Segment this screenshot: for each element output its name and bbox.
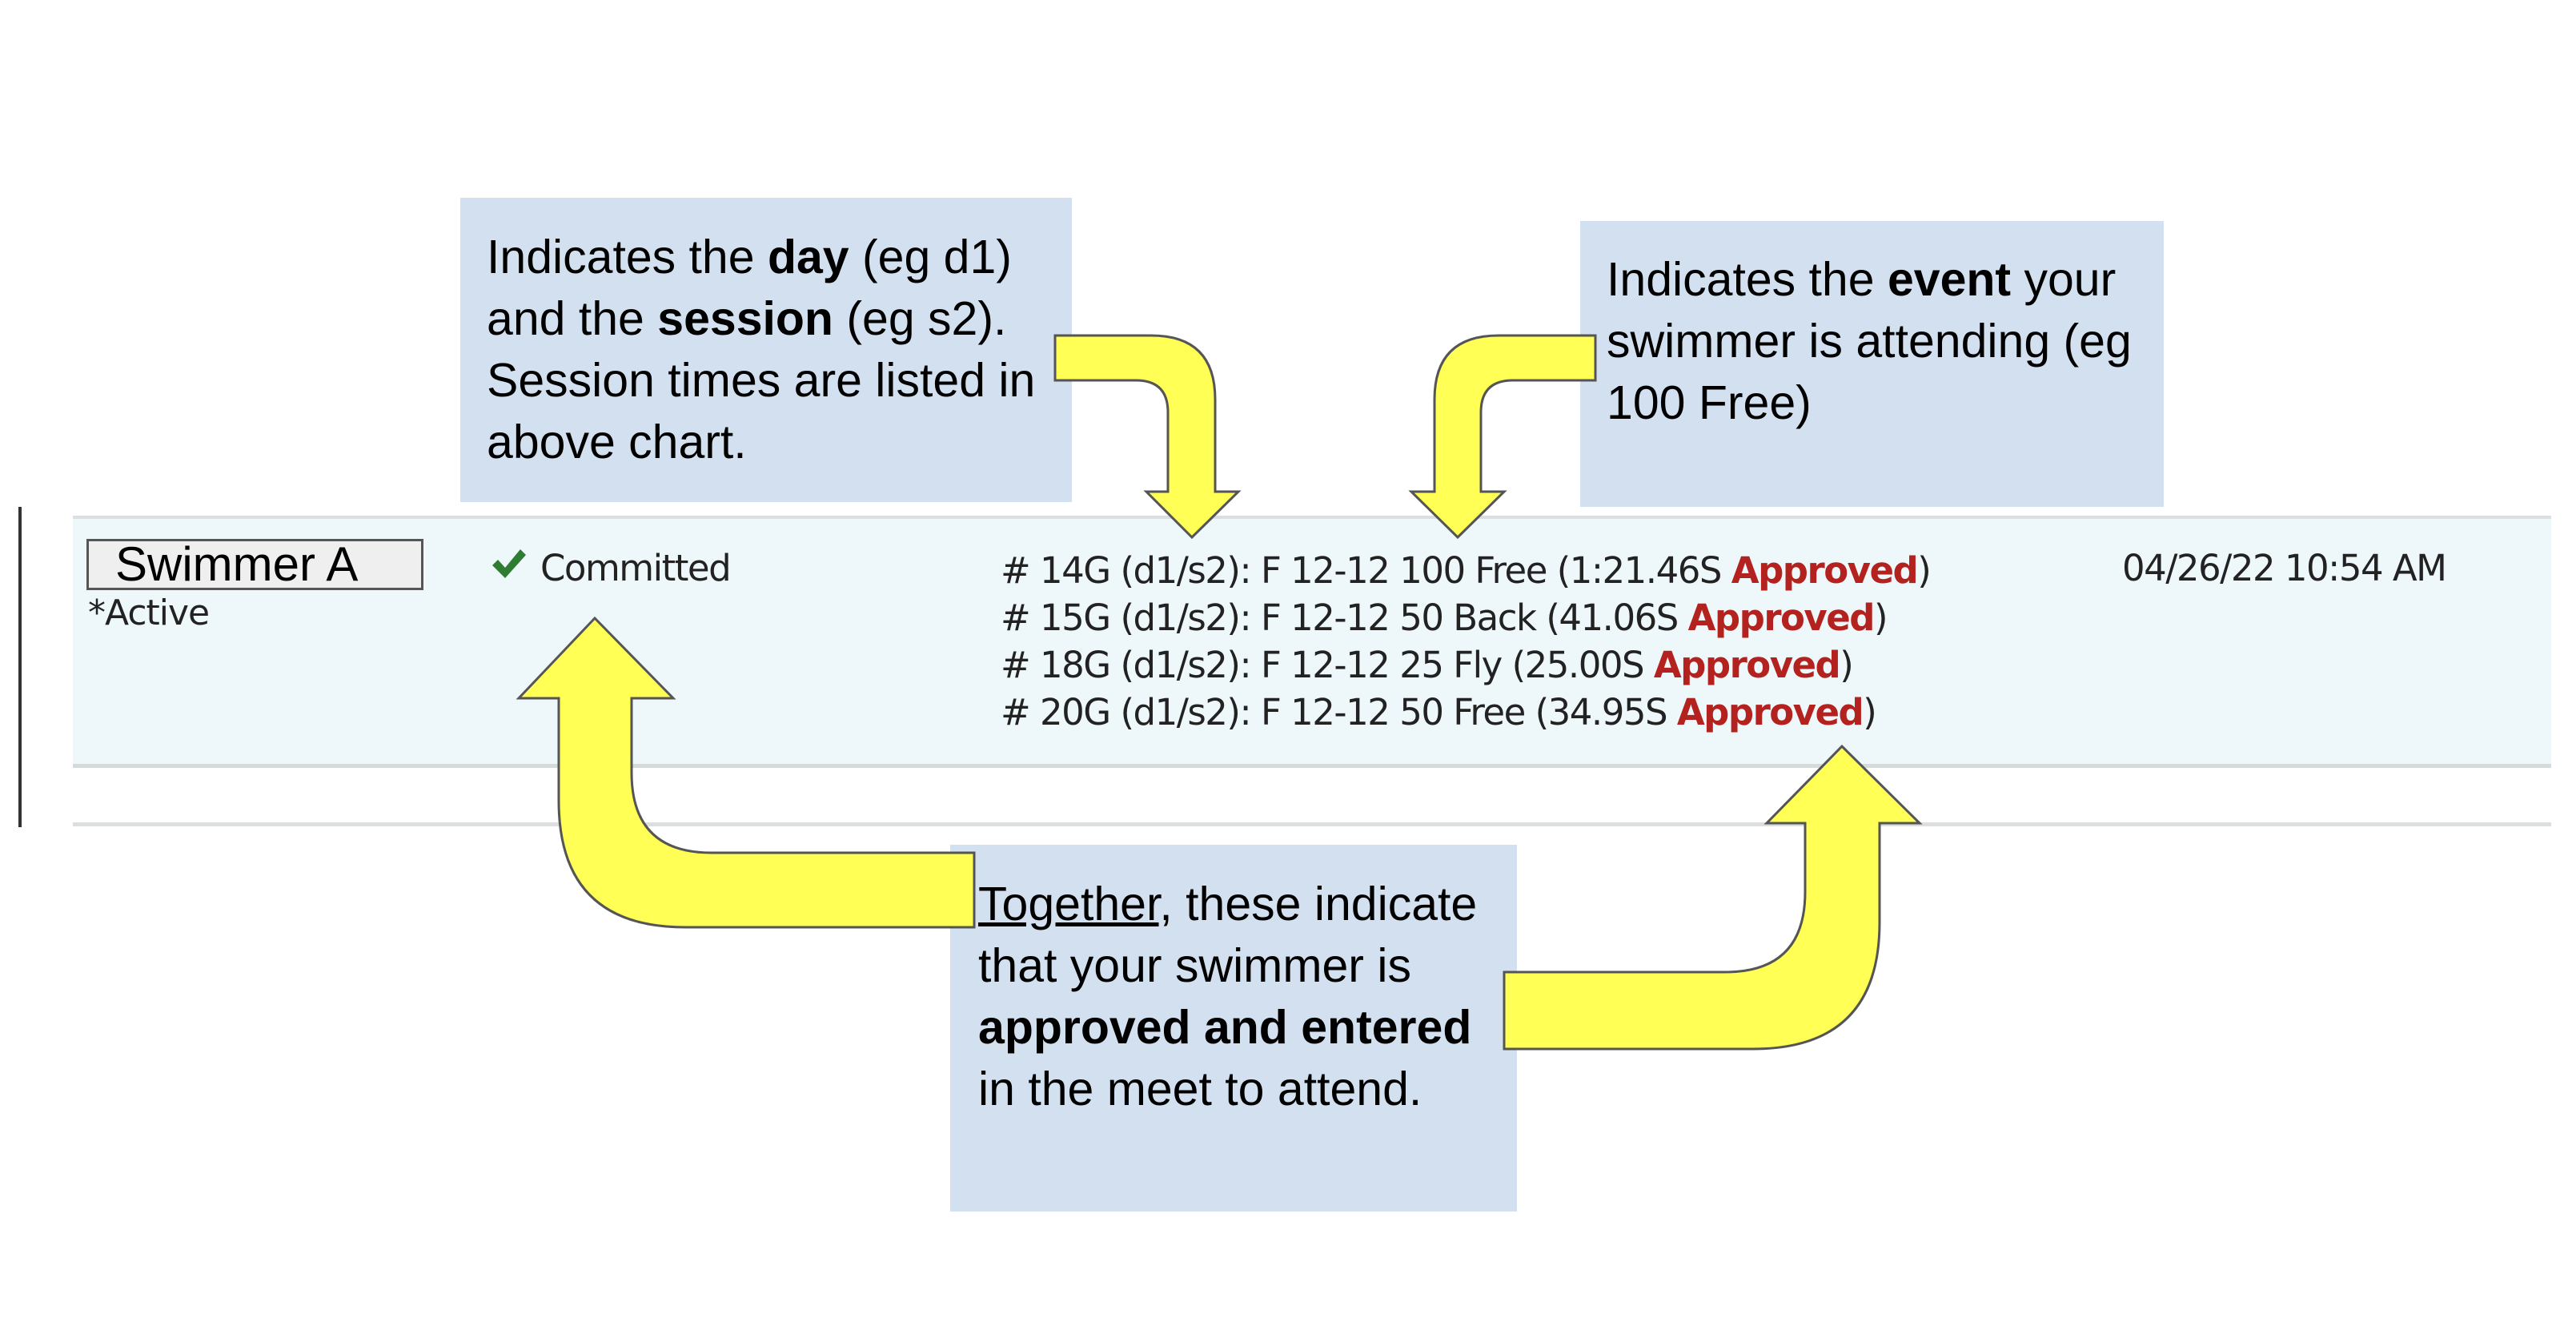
event-item: # 14G (d1/s2): F 12-12 100 Free (1:21.46… xyxy=(1001,547,1932,594)
event-item: # 15G (d1/s2): F 12-12 50 Back (41.06S A… xyxy=(1001,594,1930,641)
event-suffix: ) xyxy=(1863,691,1877,733)
event-desc: # 15G (d1/s2): F 12-12 50 Back (41.06S xyxy=(1001,597,1688,639)
callout-text: (eg s2). Session times are listed in abo… xyxy=(487,292,1036,468)
event-item: # 20G (d1/s2): F 12-12 50 Free (34.95S A… xyxy=(1001,689,1930,736)
callout-text: (eg d1) and the xyxy=(487,231,1012,345)
callout-text: these indicate that your swimmer is xyxy=(978,878,1478,992)
swimmer-status: *Active xyxy=(88,593,210,633)
callout-text: Indicates the xyxy=(1607,253,1888,306)
approval-status: Approved xyxy=(1687,597,1876,639)
callout-bold: session xyxy=(657,292,833,345)
event-desc: # 20G (d1/s2): F 12-12 50 Free (34.95S xyxy=(1001,691,1677,733)
event-suffix: ) xyxy=(1874,597,1888,639)
arrow-approved-icon xyxy=(1503,744,1923,1051)
swimmer-name-label[interactable]: Swimmer A xyxy=(86,539,423,590)
callout-bold: event xyxy=(1887,253,2012,306)
callout-text: Indicates the xyxy=(487,231,768,283)
arrow-committed-icon xyxy=(516,616,976,929)
commit-status: Committed xyxy=(540,547,732,589)
callout-day-session: Indicates the day (eg d1) and the sessio… xyxy=(460,198,1072,502)
row-divider xyxy=(73,822,2551,826)
left-border-rule xyxy=(18,507,22,827)
callout-text: your swimmer is attending (eg 100 Free) xyxy=(1607,253,2132,429)
event-suffix: ) xyxy=(1840,644,1854,686)
event-desc: # 14G (d1/s2): F 12-12 100 Free (1:21.46… xyxy=(1001,549,1731,592)
callout-text: in the meet to attend. xyxy=(978,1063,1422,1115)
event-list: # 14G (d1/s2): F 12-12 100 Free (1:21.46… xyxy=(1001,547,1932,736)
arrow-event-icon xyxy=(1408,334,1597,540)
event-desc: # 18G (d1/s2): F 12-12 25 Fly (25.00S xyxy=(1001,644,1654,686)
callout-bold: day xyxy=(767,231,849,283)
approval-status: Approved xyxy=(1676,691,1864,733)
approval-status: Approved xyxy=(1731,549,1919,592)
approval-status: Approved xyxy=(1653,644,1841,686)
callout-bold: approved and entered xyxy=(978,1001,1472,1054)
arrow-day-session-icon xyxy=(1053,334,1242,540)
callout-underline: Together, xyxy=(978,878,1173,930)
event-suffix: ) xyxy=(1917,549,1932,592)
check-icon xyxy=(492,549,526,578)
callout-together: Together, these indicate that your swimm… xyxy=(950,845,1517,1212)
event-item: # 18G (d1/s2): F 12-12 25 Fly (25.00S Ap… xyxy=(1001,641,1930,689)
callout-event: Indicates the event your swimmer is atte… xyxy=(1580,221,2164,507)
entry-timestamp: 04/26/22 10:54 AM xyxy=(2122,547,2447,589)
entry-row xyxy=(73,516,2551,768)
